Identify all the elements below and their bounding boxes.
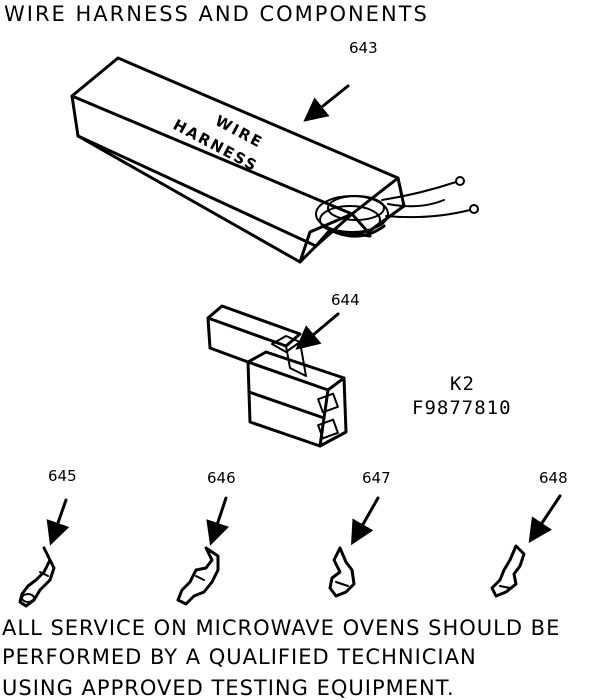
terminal-648 (492, 546, 524, 596)
pointer-arrow-648 (528, 496, 560, 543)
pointer-arrow-644 (295, 314, 338, 350)
pointer-arrow-646 (206, 498, 230, 546)
part-number-647: 647 (362, 469, 391, 487)
notice-line-2: PERFORMED BY A QUALIFIED TECHNICIAN (2, 645, 477, 669)
wire-harness-box (72, 58, 478, 262)
terminal-647 (330, 548, 354, 596)
notice-line-1: ALL SERVICE ON MICROWAVE OVENS SHOULD BE (2, 616, 561, 640)
part-number-648: 648 (539, 469, 568, 487)
pointer-arrow-647 (351, 498, 378, 546)
part-number-645: 645 (48, 467, 77, 485)
notice-line-3: USING APPROVED TESTING EQUIPMENT. (2, 676, 455, 700)
pointer-arrow-645 (46, 500, 70, 546)
part-number-643: 643 (349, 39, 378, 57)
pointer-arrow-643 (303, 86, 348, 122)
connector-block (208, 306, 346, 446)
part-number-644: 644 (331, 291, 360, 309)
model-code-line1: K2 (450, 373, 475, 395)
terminal-645 (20, 548, 54, 606)
terminal-646 (178, 548, 218, 604)
diagram-title: WIRE HARNESS AND COMPONENTS (4, 2, 429, 26)
model-code-line2: F9877810 (412, 397, 512, 419)
part-number-646: 646 (207, 469, 236, 487)
